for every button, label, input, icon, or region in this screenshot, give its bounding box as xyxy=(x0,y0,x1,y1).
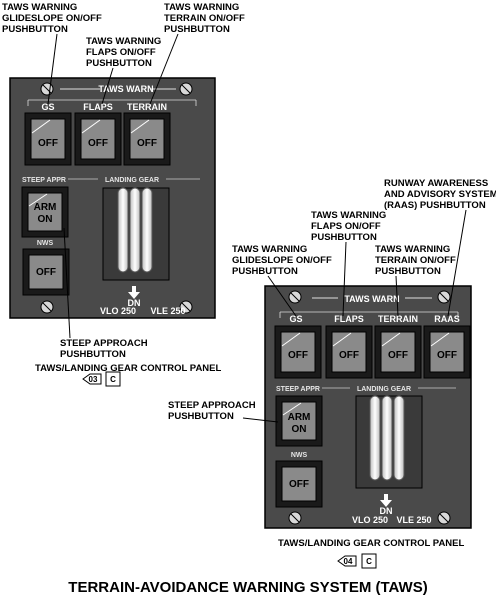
panel-b-vlo: VLO 250 xyxy=(352,515,388,525)
panel-b-callout-raas: RUNWAY AWARENESS AND ADVISORY SYSTEM (RA… xyxy=(384,178,496,317)
svg-text:TAWS WARNING: TAWS WARNING xyxy=(2,2,77,13)
panel-b-terrain-off: OFF xyxy=(388,350,408,361)
panel-b-on: ON xyxy=(292,424,307,435)
panel-a-on: ON xyxy=(38,214,53,225)
panel-b-raas-off: OFF xyxy=(437,350,457,361)
svg-text:TAWS WARNING: TAWS WARNING xyxy=(311,210,386,221)
panel-a-caption: TAWS/LANDING GEAR CONTROL PANEL xyxy=(35,363,222,374)
panel-b-landing-gear-lever[interactable] xyxy=(355,395,423,489)
svg-text:FLAPS ON/OFF: FLAPS ON/OFF xyxy=(86,47,156,58)
panel-a-dn: DN xyxy=(128,298,141,308)
panel-a-header: TAWS WARN xyxy=(98,84,153,94)
panel-a-gs-label: GS xyxy=(41,102,54,112)
panel-b-dn: DN xyxy=(380,506,393,516)
panel-b-callout-flaps: TAWS WARNING FLAPS ON/OFF PUSHBUTTON xyxy=(311,210,386,317)
panel-b-landing-gear-label: LANDING GEAR xyxy=(357,386,411,393)
svg-text:TAWS WARNING: TAWS WARNING xyxy=(375,244,450,255)
panel-a-nws-button[interactable]: OFF xyxy=(22,248,70,296)
panel-b-callout-steep: STEEP APPROACH PUSHBUTTON xyxy=(168,400,279,423)
panel-b-flaps-button[interactable]: OFF xyxy=(325,325,373,379)
svg-text:PUSHBUTTON: PUSHBUTTON xyxy=(232,266,298,277)
panel-a-callout-flaps: TAWS WARNING FLAPS ON/OFF PUSHBUTTON xyxy=(86,36,161,105)
panel-a-flaps-label: FLAPS xyxy=(83,102,113,112)
panel-a-terrain-button[interactable]: OFF xyxy=(123,112,171,166)
panel-b-nws-off: OFF xyxy=(289,479,309,490)
panel-a-nws-off: OFF xyxy=(36,267,56,278)
svg-text:FLAPS ON/OFF: FLAPS ON/OFF xyxy=(311,221,381,232)
svg-text:STEEP APPROACH: STEEP APPROACH xyxy=(60,338,148,349)
panel-b-flaps-label: FLAPS xyxy=(334,314,364,324)
panel-a-steep-label: STEEP APPR xyxy=(22,177,66,184)
panel-b-callout-gs: TAWS WARNING GLIDESLOPE ON/OFF PUSHBUTTO… xyxy=(232,244,332,317)
svg-text:GLIDESLOPE ON/OFF: GLIDESLOPE ON/OFF xyxy=(2,13,102,24)
panel-a: TAWS WARN GS FLAPS TERRAIN OFF OFF OFF S… xyxy=(9,77,216,319)
panel-b-nws-label: NWS xyxy=(291,452,308,459)
panel-b: TAWS WARN GS FLAPS TERRAIN RAAS OFF OFF … xyxy=(264,285,472,529)
panel-a-nws-label: NWS xyxy=(37,240,54,247)
panel-a-gs-off: OFF xyxy=(38,138,58,149)
svg-text:C: C xyxy=(366,557,372,566)
panel-b-down-arrow-icon xyxy=(380,494,392,507)
svg-text:(RAAS) PUSHBUTTON: (RAAS) PUSHBUTTON xyxy=(384,200,486,211)
panel-a-vlo: VLO 250 xyxy=(100,306,136,316)
svg-text:RUNWAY AWARENESS: RUNWAY AWARENESS xyxy=(384,178,488,189)
panel-b-figure-tag: 04 C xyxy=(337,553,377,569)
svg-text:TAWS WARNING: TAWS WARNING xyxy=(86,36,161,47)
svg-text:PUSHBUTTON: PUSHBUTTON xyxy=(375,266,441,277)
panel-a-vle: VLE 250 xyxy=(150,306,185,316)
svg-text:PUSHBUTTON: PUSHBUTTON xyxy=(168,411,234,422)
panel-a-terrain-off: OFF xyxy=(137,138,157,149)
svg-text:03: 03 xyxy=(89,375,98,384)
panel-b-raas-button[interactable]: OFF xyxy=(423,325,471,379)
page-title: TERRAIN-AVOIDANCE WARNING SYSTEM (TAWS) xyxy=(68,579,427,596)
panel-a-callout-gs: TAWS WARNING GLIDESLOPE ON/OFF PUSHBUTTO… xyxy=(2,2,102,105)
panel-b-gs-button[interactable]: OFF xyxy=(274,325,322,379)
panel-a-down-arrow-icon xyxy=(128,286,140,299)
panel-a-flaps-off: OFF xyxy=(88,138,108,149)
panel-b-nws-button[interactable]: OFF xyxy=(275,460,323,508)
svg-text:AND ADVISORY SYSTEM: AND ADVISORY SYSTEM xyxy=(384,189,496,200)
panel-b-callout-terrain: TAWS WARNING TERRAIN ON/OFF PUSHBUTTON xyxy=(375,244,456,317)
svg-text:GLIDESLOPE ON/OFF: GLIDESLOPE ON/OFF xyxy=(232,255,332,266)
panel-b-flaps-off: OFF xyxy=(339,350,359,361)
panel-b-arm: ARM xyxy=(288,412,311,423)
svg-text:04: 04 xyxy=(344,557,353,566)
panel-a-figure-tag: 03 C xyxy=(82,371,121,387)
svg-text:TAWS WARNING: TAWS WARNING xyxy=(232,244,307,255)
panel-b-terrain-label: TERRAIN xyxy=(378,314,418,324)
panel-b-gs-label: GS xyxy=(289,314,302,324)
panel-a-terrain-label: TERRAIN xyxy=(127,102,167,112)
panel-b-steep-appr-button[interactable]: ARM ON xyxy=(275,395,323,447)
panel-a-callout-steep: STEEP APPROACH PUSHBUTTON xyxy=(60,227,148,360)
svg-text:PUSHBUTTON: PUSHBUTTON xyxy=(2,24,68,35)
panel-a-callout-terrain: TAWS WARNING TERRAIN ON/OFF PUSHBUTTON xyxy=(149,2,245,105)
panel-a-arm: ARM xyxy=(34,202,57,213)
panel-b-caption: TAWS/LANDING GEAR CONTROL PANEL xyxy=(278,538,465,549)
svg-text:PUSHBUTTON: PUSHBUTTON xyxy=(164,24,230,35)
panel-b-raas-label: RAAS xyxy=(434,314,460,324)
panel-a-landing-gear-lever[interactable] xyxy=(102,187,170,281)
panel-a-landing-gear-label: LANDING GEAR xyxy=(105,177,159,184)
panel-b-terrain-button[interactable]: OFF xyxy=(374,325,422,379)
panel-b-screws xyxy=(288,290,451,525)
svg-text:PUSHBUTTON: PUSHBUTTON xyxy=(86,58,152,69)
panel-b-steep-label: STEEP APPR xyxy=(276,386,320,393)
svg-text:TAWS WARNING: TAWS WARNING xyxy=(164,2,239,13)
panel-b-gs-off: OFF xyxy=(288,350,308,361)
svg-text:C: C xyxy=(110,375,116,384)
svg-text:TERRAIN ON/OFF: TERRAIN ON/OFF xyxy=(375,255,456,266)
svg-text:PUSHBUTTON: PUSHBUTTON xyxy=(311,232,377,243)
svg-text:TERRAIN ON/OFF: TERRAIN ON/OFF xyxy=(164,13,245,24)
svg-text:PUSHBUTTON: PUSHBUTTON xyxy=(60,349,126,360)
panel-b-header: TAWS WARN xyxy=(344,294,399,304)
svg-text:STEEP APPROACH: STEEP APPROACH xyxy=(168,400,256,411)
panel-a-steep-appr-button[interactable]: ARM ON xyxy=(21,186,69,238)
panel-a-flaps-button[interactable]: OFF xyxy=(74,112,122,166)
panel-b-vle: VLE 250 xyxy=(396,515,431,525)
panel-a-gs-button[interactable]: OFF xyxy=(24,112,72,166)
